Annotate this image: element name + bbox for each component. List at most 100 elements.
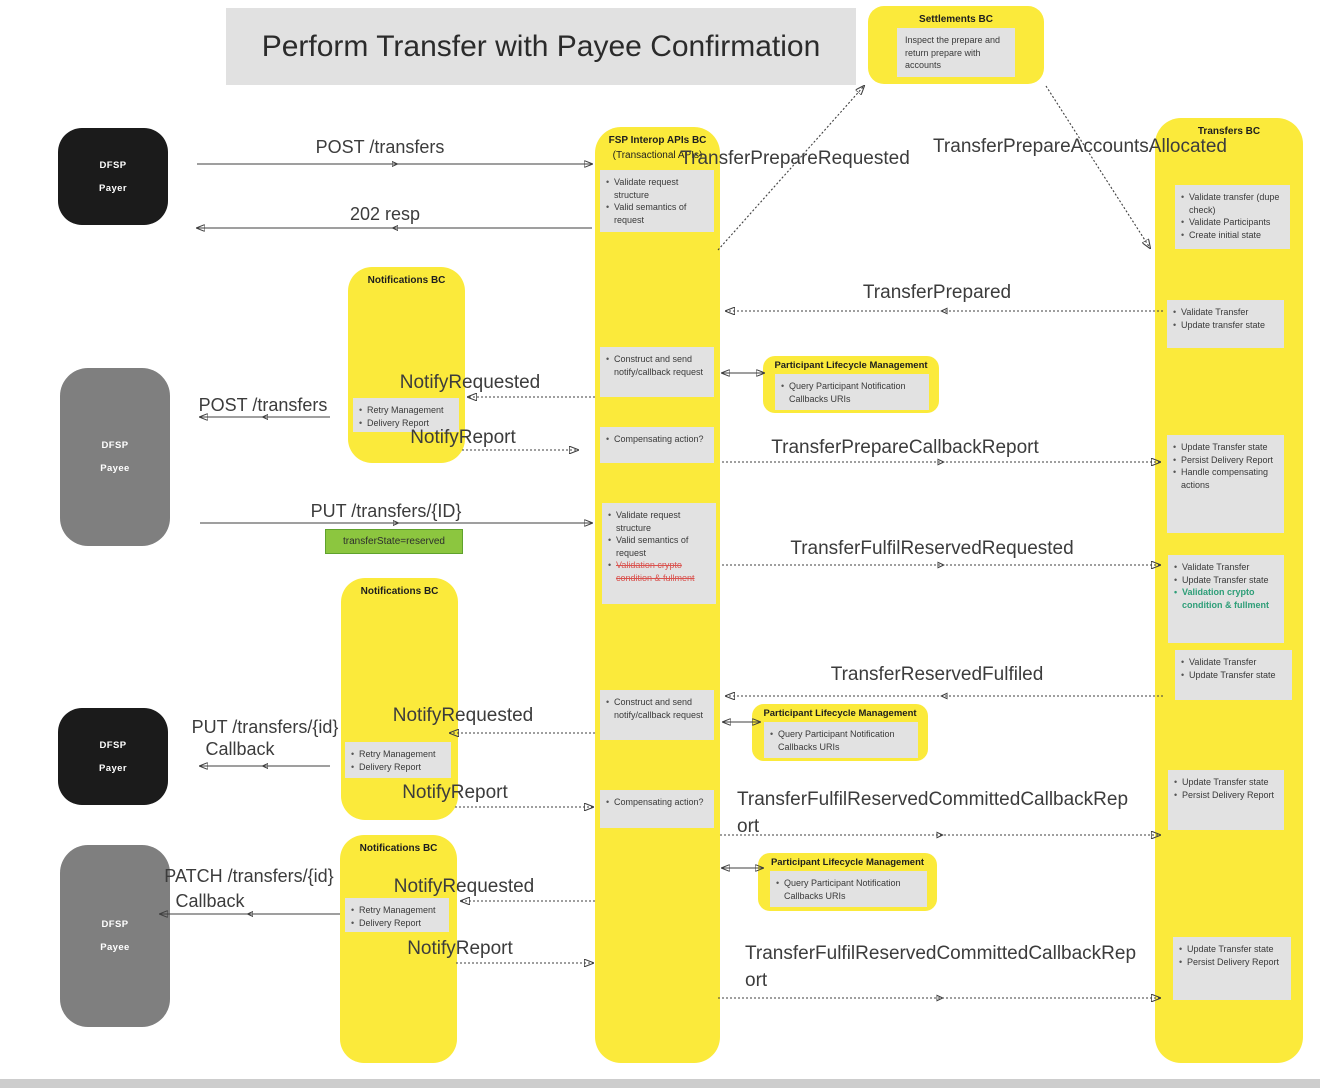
bullet-item: Query Participant Notification Callbacks… [772, 877, 924, 902]
bullet-item: Construct and send notify/callback reque… [602, 353, 711, 378]
msg-notify-report-2: NotifyReport [402, 782, 508, 803]
actor-dfsp-payee-1: DFSP Payee [60, 368, 170, 546]
actor-role: Payee [100, 942, 130, 953]
bullet-item: Create initial state [1177, 229, 1287, 242]
msg-post-transfers-2: POST /transfers [198, 395, 328, 415]
bullet-item: Validate transfer (dupe check) [1177, 191, 1287, 216]
plm-box-1: Participant Lifecycle Management Query P… [763, 356, 939, 413]
bullet-item: Construct and send notify/callback reque… [602, 696, 711, 721]
msg-transfer-prepare-accounts-allocated: TransferPrepareAccountsAllocated [933, 136, 1227, 157]
bullet-item: Delivery Report [347, 917, 446, 930]
msg-fulfil-committed-callback-report-1: TransferFulfilReservedCommittedCallbackR… [737, 789, 1129, 837]
msg-notify-requested-3: NotifyRequested [393, 876, 535, 897]
msg-transfer-prepare-requested: TransferPrepareRequested [680, 148, 910, 169]
bullet-item: Retry Management [347, 904, 446, 917]
lane-fsp-interop-subtitle: (Transactional APIs) [612, 150, 703, 161]
step-construct-notify-1: Construct and send notify/callback reque… [600, 347, 714, 397]
msg-fulfil-committed-callback-report-2: TransferFulfilReservedCommittedCallbackR… [745, 943, 1137, 991]
settlements-note-text: Inspect the prepare and return prepare w… [905, 35, 1001, 70]
step-update-persist-handle: Update Transfer state Persist Delivery R… [1167, 435, 1284, 533]
bullet-list: Update Transfer state Persist Delivery R… [1170, 776, 1281, 801]
plm-title: Participant Lifecycle Management [770, 857, 925, 868]
bullet-item: Retry Management [347, 748, 448, 761]
bullet-item: Update transfer state [1169, 319, 1281, 332]
actor-org: DFSP [99, 739, 127, 751]
bullet-item: Compensating action? [602, 433, 711, 446]
bullet-item: Query Participant Notification Callbacks… [766, 728, 915, 753]
msg-post-transfers-1: POST /transfers [315, 137, 445, 157]
lane-notifications-3-title: Notifications BC [359, 843, 438, 854]
bullet-item: Persist Delivery Report [1169, 454, 1281, 467]
msg-put-transfers-id: PUT /transfers/{ID} [310, 501, 462, 521]
horizontal-scrollbar[interactable] [0, 1079, 1320, 1088]
msg-callback-2: Callback [175, 891, 245, 911]
lane-notifications-3: Notifications BC [340, 835, 457, 1063]
bullet-item: Query Participant Notification Callbacks… [777, 380, 926, 405]
plm-box-2: Participant Lifecycle Management Query P… [752, 704, 928, 761]
bullet-item: Compensating action? [602, 796, 711, 809]
bullet-item: Validate Transfer [1169, 306, 1281, 319]
bullet-item: Persist Delivery Report [1175, 956, 1288, 969]
msg-transfer-prepared: TransferPrepared [862, 282, 1012, 303]
bullet-list: Query Participant Notification Callbacks… [777, 380, 926, 405]
bullet-item: Validate request structure [602, 176, 711, 201]
actor-dfsp-payee-2: DFSP Payee [60, 845, 170, 1027]
bullet-list: Retry Management Delivery Report [347, 748, 448, 773]
bullet-list: Query Participant Notification Callbacks… [772, 877, 924, 902]
msg-notify-requested-2: NotifyRequested [392, 705, 534, 726]
lane-notifications-2: Notifications BC [341, 578, 458, 820]
msg-callback-1: Callback [205, 739, 275, 759]
lane-notifications-1-title: Notifications BC [367, 275, 446, 286]
lane-transfers-bc-title: Transfers BC [1197, 126, 1261, 137]
bullet-list: Validate request structure Valid semanti… [602, 176, 711, 226]
bullet-list: Construct and send notify/callback reque… [602, 696, 711, 721]
bullet-list: Validate Transfer Update Transfer state [1177, 656, 1289, 681]
bullet-list: Validate Transfer Update transfer state [1169, 306, 1281, 331]
plm-title: Participant Lifecycle Management [774, 360, 928, 371]
bullet-list: Validate transfer (dupe check) Validate … [1177, 191, 1287, 241]
actor-role: Payer [99, 182, 127, 194]
settlements-note: Inspect the prepare and return prepare w… [897, 28, 1015, 77]
msg-transfer-prepare-callback-report: TransferPrepareCallbackReport [771, 437, 1039, 458]
bullet-item: Retry Management [355, 404, 456, 417]
bullet-item: Update Transfer state [1177, 669, 1289, 682]
bullet-item: Validate Participants [1177, 216, 1287, 229]
plm-note: Query Participant Notification Callbacks… [764, 722, 918, 758]
transfer-state-badge: transferState=reserved [325, 529, 463, 554]
bullet-list: Validate Transfer Update Transfer state … [1170, 561, 1281, 611]
bullet-list: Compensating action? [602, 796, 711, 809]
step-create-transfer: Validate transfer (dupe check) Validate … [1175, 185, 1290, 249]
plm-note: Query Participant Notification Callbacks… [770, 871, 927, 907]
bullet-item: Update Transfer state [1170, 574, 1281, 587]
step-update-persist-2: Update Transfer state Persist Delivery R… [1173, 937, 1291, 1000]
bullet-list: Construct and send notify/callback reque… [602, 353, 711, 378]
lane-notifications-2-title: Notifications BC [360, 586, 439, 597]
step-compensating-2: Compensating action? [600, 790, 714, 828]
bullet-item: Delivery Report [355, 417, 456, 430]
actor-dfsp-payer-2: DFSP Payer [58, 708, 168, 805]
step-notif-ops-3: Retry Management Delivery Report [345, 898, 449, 932]
bullet-list: Update Transfer state Persist Delivery R… [1175, 943, 1288, 968]
arrow-settlements-to-transfers [1045, 85, 1150, 248]
step-validate-update-2: Validate Transfer Update Transfer state [1175, 650, 1292, 700]
msg-notify-report-1: NotifyReport [410, 427, 516, 448]
bullet-item: Handle compensating actions [1169, 466, 1281, 491]
bullet-item: Update Transfer state [1175, 943, 1288, 956]
msg-transfer-fulfil-reserved-requested: TransferFulfilReservedRequested [790, 538, 1074, 559]
actor-role: Payer [99, 762, 127, 774]
bullet-list: Retry Management Delivery Report [355, 404, 456, 429]
msg-notify-requested-1: NotifyRequested [399, 372, 541, 393]
bullet-list: Retry Management Delivery Report [347, 904, 446, 929]
actor-org: DFSP [101, 919, 129, 930]
bullet-item: Valid semantics of request [604, 534, 713, 559]
step-validate-update-crypto: Validate Transfer Update Transfer state … [1168, 555, 1284, 643]
actor-role: Payee [100, 463, 130, 474]
lane-fsp-interop-title: FSP Interop APIs BC [608, 135, 707, 146]
bullet-item: Delivery Report [347, 761, 448, 774]
bullet-item: Update Transfer state [1169, 441, 1281, 454]
step-validate-request-1: Validate request structure Valid semanti… [600, 170, 714, 232]
bullet-item: Validate request structure [604, 509, 713, 534]
plm-title: Participant Lifecycle Management [763, 708, 917, 719]
bullet-list: Update Transfer state Persist Delivery R… [1169, 441, 1281, 491]
msg-patch-transfers-id: PATCH /transfers/{id} [164, 866, 334, 886]
